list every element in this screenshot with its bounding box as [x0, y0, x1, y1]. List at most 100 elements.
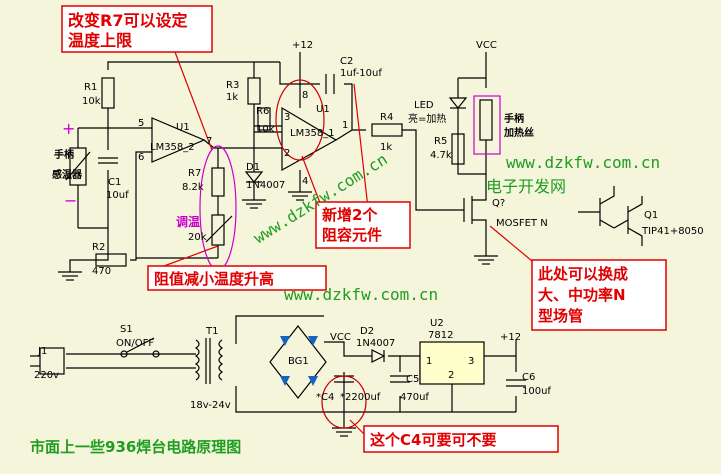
note-new-rc-line2: 阻容元件	[322, 226, 382, 244]
value-d1: 1N4007	[246, 180, 285, 191]
value-c6: 100uf	[522, 386, 551, 397]
value-q: MOSFET N	[496, 218, 548, 229]
note-box-mosfet	[531, 259, 667, 331]
plus-sign: +	[62, 119, 75, 138]
value-u2: 7812	[428, 330, 453, 341]
wiring	[69, 52, 487, 272]
value-u1a: LM358_2	[150, 142, 195, 153]
label-r6: R6	[256, 106, 269, 117]
resistor-r2	[95, 253, 127, 267]
svg-text:6: 6	[138, 152, 144, 163]
svg-text:3: 3	[284, 112, 290, 123]
label-vcc-top: VCC	[476, 40, 497, 51]
label-u1a: U1	[176, 122, 190, 133]
value-t1: 18v-24v	[190, 400, 231, 411]
annotation-arrows	[163, 51, 539, 439]
bridge-rectifier-bg1	[269, 325, 327, 399]
opamp-u1b	[281, 106, 338, 172]
label-c5: C5	[406, 374, 419, 385]
resistor-r5	[451, 133, 465, 165]
label-vcc-mid: VCC	[330, 332, 351, 343]
potentiometer-rv	[211, 214, 225, 246]
label-tiaowen: 调温	[176, 215, 200, 229]
label-plus12-bot: +12	[500, 332, 521, 343]
value-r2: 470	[92, 266, 111, 277]
note-mosfet-line2: 大、中功率N	[538, 286, 626, 304]
plug-icon	[30, 347, 65, 375]
pin-numbers: 5 6 7 3 2 1 8 4 1 2 3	[138, 90, 474, 381]
component-labels: R1 10k C1 10uf R2 470 U1 LM358_2 R7 8.2k…	[34, 56, 704, 411]
label-r5: R5	[434, 136, 447, 147]
svg-text:3: 3	[468, 356, 474, 367]
svg-text:8: 8	[302, 90, 308, 101]
label-led-2: 亮=加热	[408, 112, 446, 125]
label-j1: J1	[37, 346, 47, 357]
label-r4: R4	[380, 112, 393, 123]
label-c4: *C4	[316, 392, 334, 403]
label-t1: T1	[205, 326, 218, 337]
label-s1: S1	[120, 324, 133, 335]
svg-text:5: 5	[138, 118, 144, 129]
svg-text:1: 1	[342, 120, 348, 131]
regulator-u2	[419, 341, 485, 385]
label-d2: D2	[360, 326, 374, 337]
value-u1b: LM358_1	[290, 128, 335, 139]
diode-d2	[371, 349, 386, 363]
sensor-element	[69, 147, 87, 186]
resistor-r4	[371, 123, 403, 137]
label-c2: C2	[340, 56, 353, 67]
value-j1: 220v	[34, 370, 59, 381]
value-r6: 10k	[256, 124, 275, 135]
c4-highlight	[321, 375, 367, 429]
led-indicator	[448, 97, 468, 109]
label-u1b: U1	[316, 104, 330, 115]
value-c5: 470uf	[400, 392, 429, 403]
label-u2: U2	[430, 318, 444, 329]
diode-d1	[244, 171, 264, 183]
label-led-1: LED	[414, 100, 434, 111]
caption: 市面上一些936焊台电路原理图	[30, 438, 241, 456]
transistor-q1	[578, 186, 643, 246]
value-r7: 8.2k	[182, 182, 204, 193]
note-new-rc-line1: 新增2个	[322, 206, 378, 224]
heater-highlight	[473, 95, 501, 155]
label-q: Q?	[492, 198, 505, 209]
watermark-cn: 电子开发网	[486, 177, 566, 196]
switch-s1	[120, 337, 160, 358]
watermark-url-1: www.dzkfw.com.cn	[506, 153, 660, 172]
value-c1: 10uf	[106, 190, 129, 201]
label-c1: C1	[108, 177, 121, 188]
resistor-r6	[257, 107, 271, 131]
label-handle-sensor-2: 感温器	[52, 168, 83, 181]
note-mosfet-line3: 型场管	[538, 307, 583, 325]
transformer-t1	[194, 338, 224, 384]
value-s1: ON/OFF	[116, 338, 154, 349]
note-box-new-rc	[315, 201, 411, 249]
value-r1: 10k	[82, 96, 101, 107]
label-r2: R2	[92, 242, 105, 253]
heater-element	[479, 99, 493, 141]
value-r5: 4.7k	[430, 150, 452, 161]
label-handle-heater-1: 手柄	[504, 112, 524, 125]
label-handle-heater-2: 加热丝	[503, 126, 534, 139]
label-r1: R1	[84, 82, 97, 93]
power-wiring	[66, 315, 517, 428]
value-c2: 1uf-10uf	[340, 68, 382, 79]
svg-text:2: 2	[448, 370, 454, 381]
resistor-r3	[247, 77, 261, 105]
svg-text:7: 7	[206, 136, 212, 147]
label-handle-sensor-1: 手柄	[54, 148, 74, 161]
resistor-r7	[211, 167, 225, 197]
value-q1: TIP41+8050	[641, 226, 704, 237]
value-c4: *2200uf	[340, 392, 381, 403]
value-d2: 1N4007	[356, 338, 395, 349]
ground-symbols	[58, 191, 498, 437]
label-c6: C6	[522, 372, 535, 383]
label-plus12-top: +12	[292, 40, 313, 51]
value-r3: 1k	[226, 92, 238, 103]
opamp-u1a	[151, 117, 206, 163]
label-r7: R7	[188, 168, 201, 179]
new-parts-highlight	[275, 79, 325, 161]
